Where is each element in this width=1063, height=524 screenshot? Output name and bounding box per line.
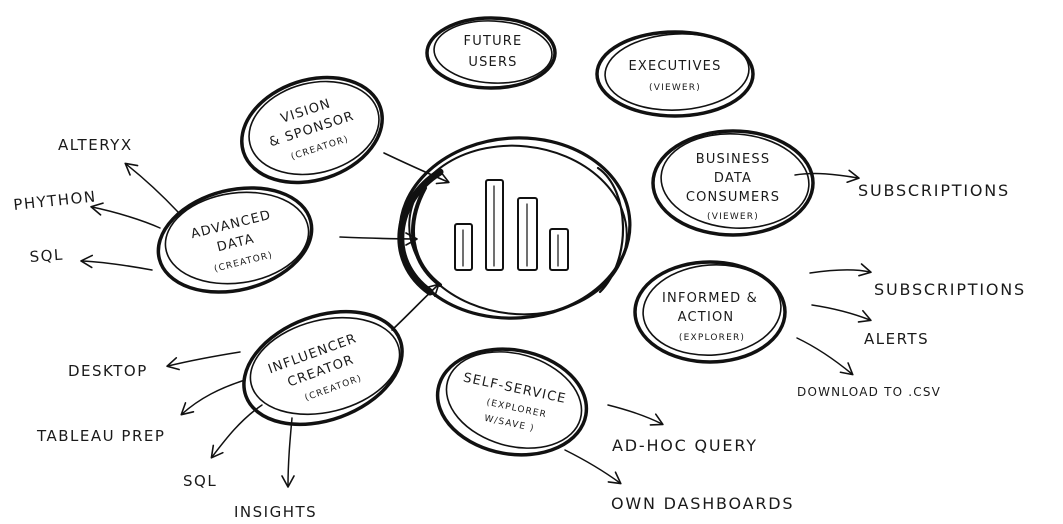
informed-line2: ACTION bbox=[678, 310, 735, 325]
label-subscriptions-2: SUBSCRIPTIONS bbox=[874, 280, 1026, 299]
label-tableau-prep: TABLEAU PREP bbox=[36, 427, 165, 445]
future-users-line2: USERS bbox=[468, 55, 517, 70]
node-future-users: FUTURE USERS bbox=[425, 16, 557, 90]
arrows-to-hub bbox=[339, 152, 450, 331]
executives-title: EXECUTIVES bbox=[628, 59, 721, 74]
node-informed-action: INFORMED & ACTION (EXPLORER) bbox=[633, 260, 787, 364]
self-service-line1: SELF-SERVICE bbox=[462, 371, 568, 408]
executives-role: (VIEWER) bbox=[649, 83, 701, 93]
label-adhoc-query: AD-HOC QUERY bbox=[612, 436, 758, 455]
label-own-dashboards: OWN DASHBOARDS bbox=[611, 494, 794, 513]
node-influencer-creator: INFLUENCER CREATOR (CREATOR) bbox=[242, 309, 404, 427]
node-vision-sponsor: VISION & SPONSOR (CREATOR) bbox=[240, 75, 384, 185]
label-insights: INSIGHTS bbox=[234, 503, 317, 521]
label-desktop: DESKTOP bbox=[68, 362, 148, 380]
informed-role: (EXPLORER) bbox=[679, 333, 745, 343]
label-subscriptions-1: SUBSCRIPTIONS bbox=[858, 181, 1010, 200]
node-executives: EXECUTIVES (VIEWER) bbox=[595, 30, 755, 118]
label-sql-top: SQL bbox=[29, 246, 64, 266]
node-advanced-data: ADVANCED DATA (CREATOR) bbox=[156, 186, 314, 294]
self-service-line3: W/SAVE ) bbox=[483, 414, 535, 434]
bar-chart-icon bbox=[454, 179, 569, 271]
node-business-data-consumers: BUSINESS DATA CONSUMERS (VIEWER) bbox=[651, 129, 815, 237]
label-phython: PHYTHON bbox=[13, 187, 98, 214]
business-line3: CONSUMERS bbox=[686, 190, 780, 205]
label-alerts: ALERTS bbox=[864, 330, 929, 348]
arrow-vision-to-hub bbox=[383, 152, 450, 185]
label-download-csv: DOWNLOAD TO .CSV bbox=[797, 385, 941, 399]
output-labels: ALTERYX PHYTHON SQL DESKTOP TABLEAU PREP… bbox=[13, 136, 1026, 521]
informed-line1: INFORMED & bbox=[662, 291, 758, 306]
arrow-influencer-to-hub bbox=[391, 283, 440, 331]
label-alteryx: ALTERYX bbox=[58, 136, 133, 154]
business-line2: DATA bbox=[714, 171, 752, 186]
future-users-line1: FUTURE bbox=[464, 34, 523, 49]
arrow-advanced-to-hub bbox=[339, 232, 418, 246]
business-line1: BUSINESS bbox=[696, 152, 771, 167]
arrows-to-labels bbox=[80, 162, 872, 488]
node-self-service: SELF-SERVICE (EXPLORER W/SAVE ) bbox=[435, 347, 589, 457]
label-sql-bottom: SQL bbox=[183, 472, 217, 490]
business-role: (VIEWER) bbox=[707, 212, 759, 222]
central-hub bbox=[397, 136, 632, 320]
